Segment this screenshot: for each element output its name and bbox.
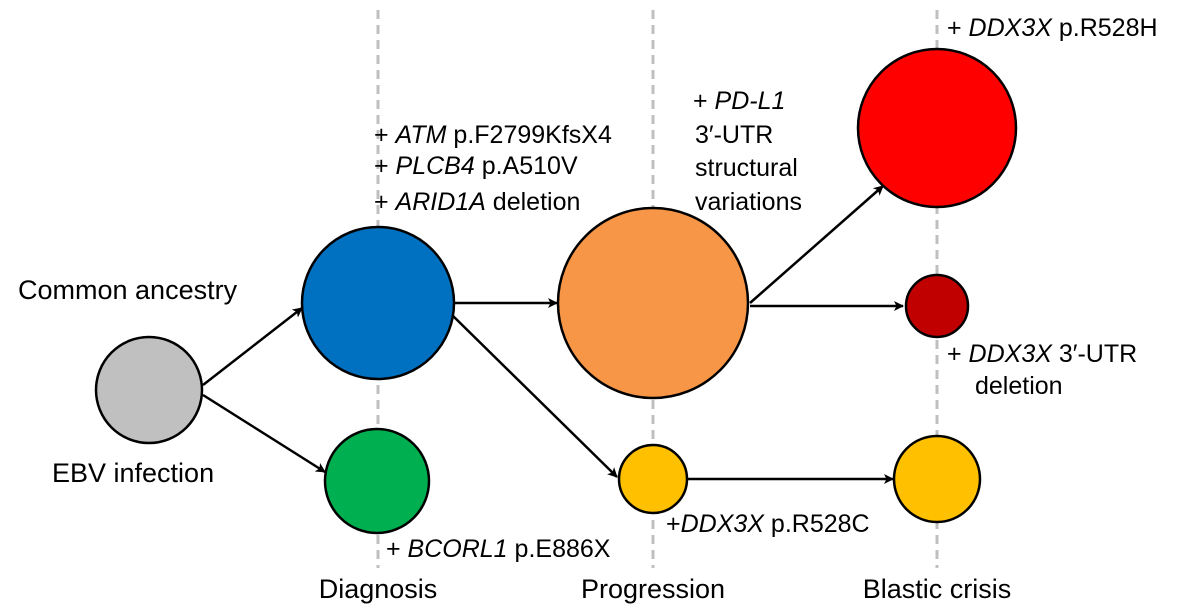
diagnosis-minor-clone — [323, 427, 431, 535]
progression-main-clone — [556, 206, 750, 400]
blastic-yellow-clone — [892, 434, 982, 524]
pdl1-variations-line: variations — [695, 188, 802, 216]
bcorl1-mutation-label: + BCORL1 p.E886X — [386, 535, 611, 563]
arrow-ancestor-to-diagnosis-minor — [202, 393, 326, 474]
blastic-red-clone — [856, 47, 1018, 209]
diagnosis-stage-label: Diagnosis — [319, 574, 438, 604]
pdl1-utr-line: 3′-UTR — [695, 121, 773, 149]
common-ancestry-label: Common ancestry — [18, 275, 238, 305]
arid1a-deletion-label: + ARID1A deletion — [374, 188, 580, 216]
ebv-infection-label: EBV infection — [52, 458, 214, 488]
pdl1-structural-line: structural — [695, 154, 798, 182]
ddx3x-r528c-label: +DDX3X p.R528C — [666, 510, 870, 538]
arrow-progression-to-red — [749, 185, 884, 304]
ddx3x-utr-deletion-label: + DDX3X 3′-UTR — [947, 340, 1137, 368]
ddx3x-deletion-line: deletion — [975, 372, 1063, 400]
blastic-crisis-stage-label: Blastic crisis — [863, 574, 1012, 604]
blastic-darkred-clone — [904, 273, 970, 339]
arrow-ancestor-to-diagnosis-main — [202, 307, 303, 386]
arrow-diagnosis-to-yellow-clone — [449, 312, 618, 478]
diagnosis-main-clone — [300, 225, 456, 381]
plcb4-mutation-label: + PLCB4 p.A510V — [374, 152, 578, 180]
progression-yellow-clone — [617, 443, 689, 515]
atm-mutation-label: + ATM p.F2799KfsX4 — [374, 121, 612, 149]
pdl1-variation-label: + PD-L1 — [693, 87, 785, 115]
ancestor-clone — [94, 335, 204, 445]
ddx3x-r528h-label: + DDX3X p.R528H — [947, 14, 1158, 42]
progression-stage-label: Progression — [581, 574, 725, 604]
